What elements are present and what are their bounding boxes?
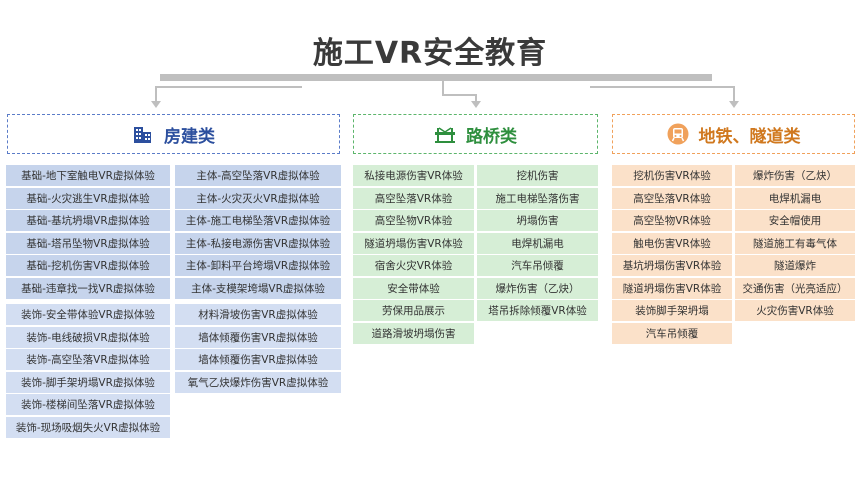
list-item: 劳保用品展示 — [353, 300, 474, 321]
list-item: 道路滑坡坍塌伤害 — [353, 322, 474, 344]
list-item: 基础-火灾逃生VR虚拟体验 — [6, 187, 170, 209]
list-item: 基础-挖机伤害VR虚拟体验 — [6, 255, 170, 276]
list-item: 墙体倾覆伤害VR虚拟体验 — [175, 349, 341, 370]
list-item: 电焊机漏电 — [477, 232, 598, 254]
housing-column-1: 基础-地下室触电VR虚拟体验 基础-火灾逃生VR虚拟体验 基础-基坑坍塌VR虚拟… — [6, 165, 170, 439]
connector-main-bar — [160, 74, 712, 81]
list-item: 主体-火灾灭火VR虚拟体验 — [175, 187, 341, 209]
list-item: 触电伤害VR体验 — [612, 232, 732, 254]
list-item: 隧道坍塌伤害VR体验 — [353, 232, 474, 254]
list-item: 汽车吊倾覆 — [477, 255, 598, 276]
arrow-mid — [471, 101, 481, 108]
list-item: 高空坠落VR体验 — [353, 187, 474, 209]
housing-group-main: 主体-高空坠落VR虚拟体验 主体-火灾灭火VR虚拟体验 主体-施工电梯坠落VR虚… — [175, 165, 341, 299]
subway-column-2: 爆炸伤害（乙炔） 电焊机漏电 安全帽使用 隧道施工有毒气体 隧道爆炸 交通伤害（… — [735, 165, 855, 323]
list-item: 隧道爆炸 — [735, 255, 855, 276]
list-item: 墙体倾覆伤害VR虚拟体验 — [175, 326, 341, 348]
category-housing: 房建类 — [7, 114, 340, 154]
housing-group-foundation: 基础-地下室触电VR虚拟体验 基础-火灾逃生VR虚拟体验 基础-基坑坍塌VR虚拟… — [6, 165, 170, 299]
category-roadbridge: 路桥类 — [353, 114, 598, 154]
list-item: 主体-高空坠落VR虚拟体验 — [175, 165, 341, 186]
list-item: 施工电梯坠落伤害 — [477, 187, 598, 209]
list-item: 装饰脚手架坍塌 — [612, 300, 732, 321]
list-item: 火灾伤害VR体验 — [735, 300, 855, 321]
category-subway: 地铁、隧道类 — [612, 114, 855, 154]
roadbridge-column-1: 私接电源伤害VR体验 高空坠落VR体验 高空坠物VR体验 隧道坍塌伤害VR体验 … — [353, 165, 474, 345]
list-item: 私接电源伤害VR体验 — [353, 165, 474, 186]
page-title: 施工VR安全教育 — [312, 36, 548, 71]
list-item: 电焊机漏电 — [735, 187, 855, 209]
list-item: 汽车吊倾覆 — [612, 322, 732, 344]
list-item: 隧道坍塌伤害VR体验 — [612, 277, 732, 299]
list-item: 挖机伤害 — [477, 165, 598, 186]
list-item: 安全带体验 — [353, 277, 474, 299]
housing-group-decoration: 装饰-安全带体验VR虚拟体验 装饰-电线破损VR虚拟体验 装饰-高空坠落VR虚拟… — [6, 304, 170, 438]
list-item: 坍塌伤害 — [477, 210, 598, 231]
connector-right-v — [733, 86, 735, 102]
list-item: 氧气乙炔爆炸伤害VR虚拟体验 — [175, 371, 341, 393]
connector-left-h — [155, 86, 302, 88]
category-label: 路桥类 — [466, 126, 517, 147]
building-icon — [134, 127, 151, 143]
arrow-right — [729, 101, 739, 108]
arrow-left — [151, 101, 161, 108]
connector-mid-v1 — [442, 81, 444, 95]
list-item: 爆炸伤害（乙炔） — [735, 165, 855, 186]
list-item: 交通伤害（光亮适应） — [735, 277, 855, 299]
list-item: 挖机伤害VR体验 — [612, 165, 732, 186]
subway-column-1: 挖机伤害VR体验 高空坠落VR体验 高空坠物VR体验 触电伤害VR体验 基坑坍塌… — [612, 165, 732, 345]
connector-mid-h — [442, 94, 477, 96]
list-item: 高空坠落VR体验 — [612, 187, 732, 209]
list-item: 安全帽使用 — [735, 210, 855, 231]
roadbridge-column-2: 挖机伤害 施工电梯坠落伤害 坍塌伤害 电焊机漏电 汽车吊倾覆 爆炸伤害（乙炔） … — [477, 165, 598, 323]
category-label: 房建类 — [164, 126, 215, 147]
connector-mid-v2 — [475, 94, 477, 102]
list-item: 主体-私接电源伤害VR虚拟体验 — [175, 232, 341, 254]
category-label: 地铁、隧道类 — [698, 126, 801, 147]
train-icon — [667, 123, 688, 145]
housing-group-materials: 材料滑坡伤害VR虚拟体验 墙体倾覆伤害VR虚拟体验 墙体倾覆伤害VR虚拟体验 氧… — [175, 304, 341, 393]
list-item: 基础-塔吊坠物VR虚拟体验 — [6, 232, 170, 254]
list-item: 装饰-电线破损VR虚拟体验 — [6, 326, 170, 348]
list-item: 材料滑坡伤害VR虚拟体验 — [175, 304, 341, 325]
list-item: 主体-支模架垮塌VR虚拟体验 — [175, 277, 341, 299]
list-item: 装饰-安全带体验VR虚拟体验 — [6, 304, 170, 325]
connector-right-h — [590, 86, 735, 88]
list-item: 高空坠物VR体验 — [612, 210, 732, 231]
list-item: 隧道施工有毒气体 — [735, 232, 855, 254]
list-item: 基础-违章找一找VR虚拟体验 — [6, 277, 170, 299]
list-item: 装饰-脚手架坍塌VR虚拟体验 — [6, 371, 170, 393]
list-item: 爆炸伤害（乙炔） — [477, 277, 598, 299]
connector-left-v — [155, 86, 157, 102]
list-item: 宿舍火灾VR体验 — [353, 255, 474, 276]
list-item: 基坑坍塌伤害VR体验 — [612, 255, 732, 276]
list-item: 高空坠物VR体验 — [353, 210, 474, 231]
list-item: 装饰-高空坠落VR虚拟体验 — [6, 349, 170, 370]
list-item: 塔吊拆除倾覆VR体验 — [477, 300, 598, 321]
list-item: 基础-基坑坍塌VR虚拟体验 — [6, 210, 170, 231]
list-item: 主体-卸料平台垮塌VR虚拟体验 — [175, 255, 341, 276]
housing-column-2: 主体-高空坠落VR虚拟体验 主体-火灾灭火VR虚拟体验 主体-施工电梯坠落VR虚… — [175, 165, 341, 394]
list-item: 装饰-现场吸烟失火VR虚拟体验 — [6, 416, 170, 438]
bridge-icon — [435, 127, 455, 143]
list-item: 装饰-楼梯间坠落VR虚拟体验 — [6, 394, 170, 415]
list-item: 主体-施工电梯坠落VR虚拟体验 — [175, 210, 341, 231]
list-item: 基础-地下室触电VR虚拟体验 — [6, 165, 170, 186]
